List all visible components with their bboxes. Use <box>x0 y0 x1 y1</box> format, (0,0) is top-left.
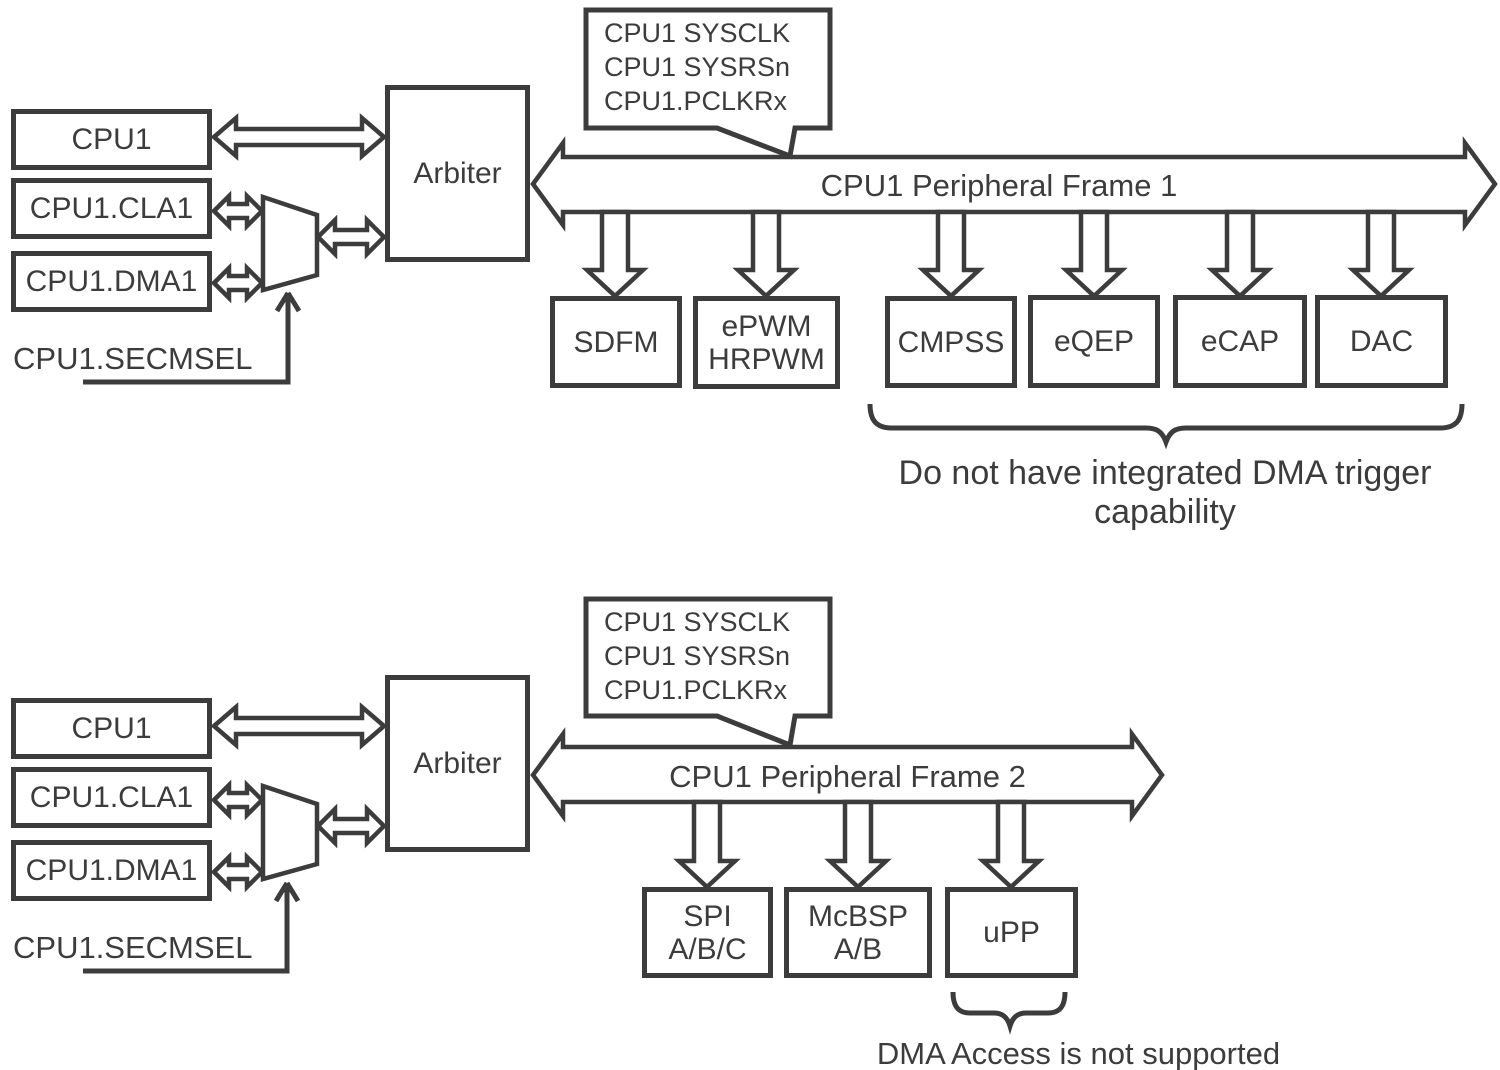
frame1-drop-arrow-ecap <box>1206 209 1274 300</box>
frame2-peripheral-mcbsp-box: McBSP A/B <box>784 887 932 978</box>
cmpss-label: CMPSS <box>897 325 1005 359</box>
frame1-drop-arrow-dac <box>1347 209 1415 300</box>
frame2-peripheral-upp-box: uPP <box>945 887 1078 978</box>
frame2-master-cla1-label: CPU1.CLA1 <box>29 781 194 814</box>
frame1-peripheral-dac-box: DAC <box>1315 295 1448 388</box>
frame2-master-cpu1-box: CPU1 <box>11 698 212 759</box>
mcbsp-channels-label: A/B <box>833 932 883 966</box>
frame1-callout-line3: CPU1.PCLKRx <box>604 86 788 116</box>
mcbsp-label: McBSP <box>807 899 909 933</box>
spi-channels-label: A/B/C <box>668 932 747 966</box>
frame1-callout-text: CPU1 SYSCLK CPU1 SYSRSn CPU1.PCLKRx <box>604 16 824 118</box>
frame1-secmsel-label: CPU1.SECMSEL <box>13 341 253 376</box>
frame1-mux-arbiter-arrow <box>314 214 388 260</box>
frame1-callout-line2: CPU1 SYSRSn <box>604 52 791 82</box>
spi-label: SPI <box>683 899 732 933</box>
frame1-wiring <box>83 7 1498 450</box>
ecap-label: eCAP <box>1200 325 1280 358</box>
frame2-arbiter-box: Arbiter <box>385 675 530 852</box>
frame1-peripheral-sdfm-box: SDFM <box>550 296 682 388</box>
frame2-secmsel-label: CPU1.SECMSEL <box>13 930 253 965</box>
hrpwm-label: HRPWM <box>708 342 825 376</box>
frame1-arbiter-box: Arbiter <box>385 85 530 262</box>
frame1-master-cpu1-box: CPU1 <box>11 109 212 170</box>
frame2-mux <box>260 782 320 882</box>
frame2-drop-arrow-mcbsp <box>824 799 892 891</box>
frame1-peripheral-eqep-box: eQEP <box>1028 295 1160 388</box>
frame2-secmsel-arrowhead <box>273 881 301 903</box>
frame2-note: DMA Access is not supported <box>876 1036 1281 1070</box>
frame1-master-cla1-box: CPU1.CLA1 <box>11 178 212 239</box>
frame2-mux-arbiter-arrow <box>314 803 388 849</box>
frame2-wiring <box>83 596 1165 1035</box>
frame2-callout-line3: CPU1.PCLKRx <box>604 675 788 705</box>
frame2-brace <box>950 991 1068 1035</box>
frame1-callout-line1: CPU1 SYSCLK <box>604 18 791 48</box>
frame1-cla1-mux-arrow <box>210 190 266 232</box>
frame1-drop-arrow-cmpss <box>917 209 985 300</box>
frame1-note: Do not have integrated DMA trigger capab… <box>898 454 1432 531</box>
epwm-label: ePWM <box>721 309 812 343</box>
frame2-cla1-mux-arrow <box>210 779 266 821</box>
frame1-cpu1-arbiter-arrow <box>210 113 388 161</box>
upp-label: uPP <box>983 916 1040 949</box>
frame1-mux <box>260 193 320 293</box>
frame1-peripheral-ecap-box: eCAP <box>1173 295 1307 388</box>
frame2-drop-arrow-upp <box>977 799 1045 891</box>
frame2-callout-line2: CPU1 SYSRSn <box>604 641 791 671</box>
frame1-arbiter-label: Arbiter <box>413 157 502 190</box>
frame2-bus-label: CPU1 Peripheral Frame 2 <box>669 759 1026 794</box>
frame1-secmsel-line <box>83 297 291 385</box>
frame2-master-cpu1-label: CPU1 <box>71 712 152 745</box>
frame1-peripheral-cmpss-box: CMPSS <box>885 296 1017 388</box>
frame2-peripheral-spi-box: SPI A/B/C <box>642 887 773 978</box>
frame2-arbiter-label: Arbiter <box>413 747 502 780</box>
frame1-secmsel-arrowhead <box>274 291 302 313</box>
frame2-master-dma1-box: CPU1.DMA1 <box>11 840 212 901</box>
frame2-secmsel-line <box>83 887 290 974</box>
frame2-drop-arrow-spi <box>673 799 741 891</box>
frame1-master-cla1-label: CPU1.CLA1 <box>29 192 194 225</box>
frame1-drop-arrow-epwm <box>732 209 800 300</box>
frame2-callout-text: CPU1 SYSCLK CPU1 SYSRSn CPU1.PCLKRx <box>604 605 824 707</box>
frame1-master-cpu1-label: CPU1 <box>71 123 152 156</box>
frame2-bus-arrow <box>530 727 1165 823</box>
dac-label: DAC <box>1349 325 1414 358</box>
frame1-peripheral-epwm-box: ePWM HRPWM <box>693 296 840 389</box>
frame1-brace <box>867 403 1465 450</box>
frame2-dma1-mux-arrow <box>210 851 266 893</box>
frame1-bus-arrow <box>530 136 1498 232</box>
frame1-drop-arrow-eqep <box>1060 209 1128 300</box>
frame1-master-dma1-box: CPU1.DMA1 <box>11 251 212 312</box>
eqep-label: eQEP <box>1053 325 1135 358</box>
frame1-master-dma1-label: CPU1.DMA1 <box>25 265 198 298</box>
frame2-master-cla1-box: CPU1.CLA1 <box>11 767 212 828</box>
frame2-cpu1-arbiter-arrow <box>210 702 388 750</box>
frame2-master-dma1-label: CPU1.DMA1 <box>25 854 198 887</box>
sdfm-label: SDFM <box>573 325 659 359</box>
frame1-bus-label: CPU1 Peripheral Frame 1 <box>820 168 1178 203</box>
frame2-callout-line1: CPU1 SYSCLK <box>604 607 791 637</box>
frame1-drop-arrow-sdfm <box>581 209 649 300</box>
frame1-callout-bubble <box>583 7 833 160</box>
frame2-callout-bubble <box>583 596 833 749</box>
frame1-dma1-mux-arrow <box>210 262 266 304</box>
